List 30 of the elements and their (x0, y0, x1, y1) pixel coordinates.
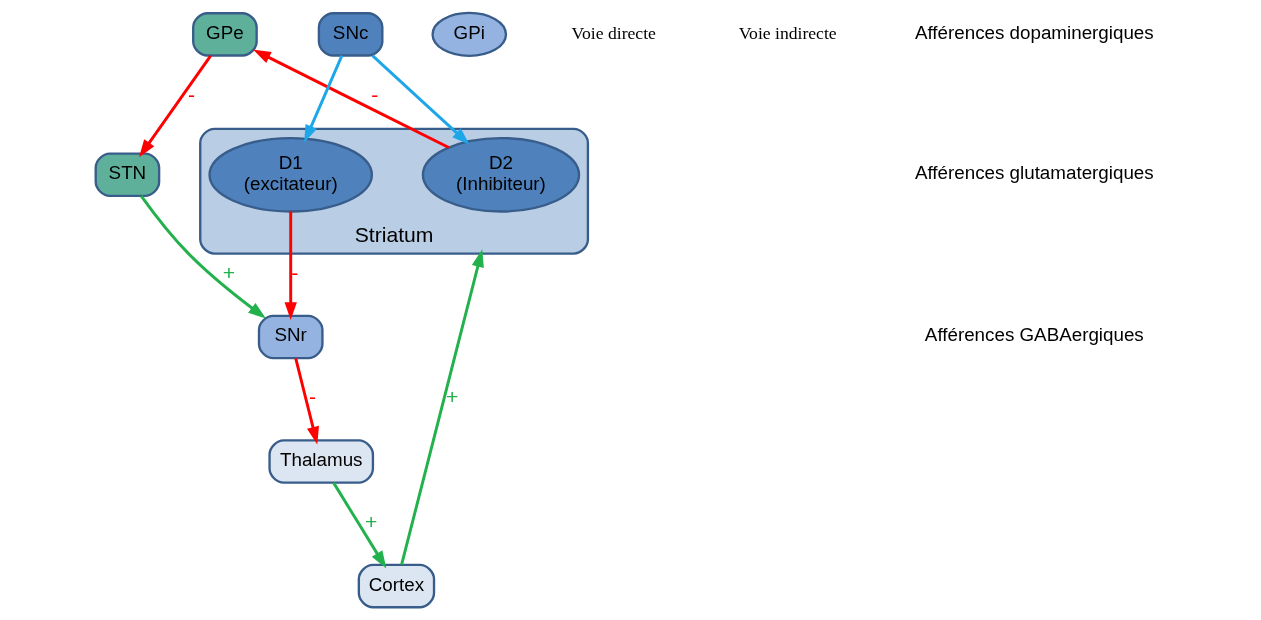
arrow (371, 54, 470, 145)
arrow (332, 482, 387, 569)
edge-label: + (365, 509, 378, 533)
node-box: SNc (317, 12, 384, 57)
arrow (139, 54, 212, 158)
node-ellipse: D2 (Inhibiteur) (421, 136, 581, 213)
edge-label: - (291, 260, 299, 284)
arrow (304, 55, 344, 143)
edge-label: - (187, 83, 195, 107)
edge-label: + (446, 385, 459, 409)
label: Voie directe (571, 22, 656, 43)
arrow (284, 211, 297, 320)
node-box: STN (94, 152, 161, 198)
legend-label: Afférences GABAergiques (924, 324, 1144, 346)
arrow (294, 358, 319, 445)
edge-label: - (308, 385, 316, 409)
node-box: GPe (192, 12, 258, 57)
node-box: Thalamus (268, 439, 375, 484)
node-box: SNr (257, 314, 324, 360)
edge-label: - (371, 83, 379, 107)
arrow (140, 195, 266, 319)
arrow (400, 249, 484, 566)
node-box: Cortex (357, 563, 436, 609)
legend-label: Afférences glutamatergiques (914, 162, 1154, 184)
node-ellipse: GPi (431, 11, 508, 58)
arrow (253, 49, 450, 149)
legend-label: Afférences dopaminergiques (914, 21, 1154, 43)
node-ellipse: D1 (excitateur) (208, 136, 374, 213)
label: Voie indirecte (738, 22, 837, 43)
edge-label: + (222, 260, 236, 284)
